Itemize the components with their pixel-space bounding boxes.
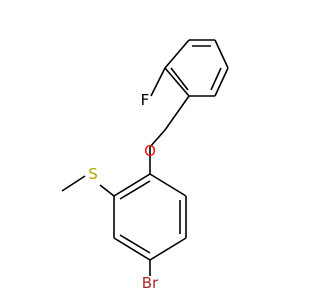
bromophenyl-ring [113,173,187,261]
bond [164,67,190,97]
bond-c-f [150,67,166,97]
bond [113,237,151,261]
bond [170,67,189,91]
fluorine-atom-label: F [141,91,150,109]
bond-ring-s [99,184,115,197]
bond [214,67,229,97]
fluorophenyl-ring [164,39,229,97]
oxygen-atom-label: O [144,142,156,160]
bond [210,67,222,91]
bond [164,39,190,69]
molecule-structure-diagram: F O S Br [61,39,229,292]
bond-ring-ch2 [164,95,190,131]
bond [149,173,187,197]
bromine-atom-label: Br [142,274,159,292]
bond [113,173,151,197]
bond [119,234,151,254]
bond-s-ch3 [61,175,86,192]
sulfur-atom-label: S [88,165,98,183]
bond [119,180,151,200]
bond [149,237,187,261]
bond-ch2-o [149,129,166,148]
bond [214,39,229,69]
